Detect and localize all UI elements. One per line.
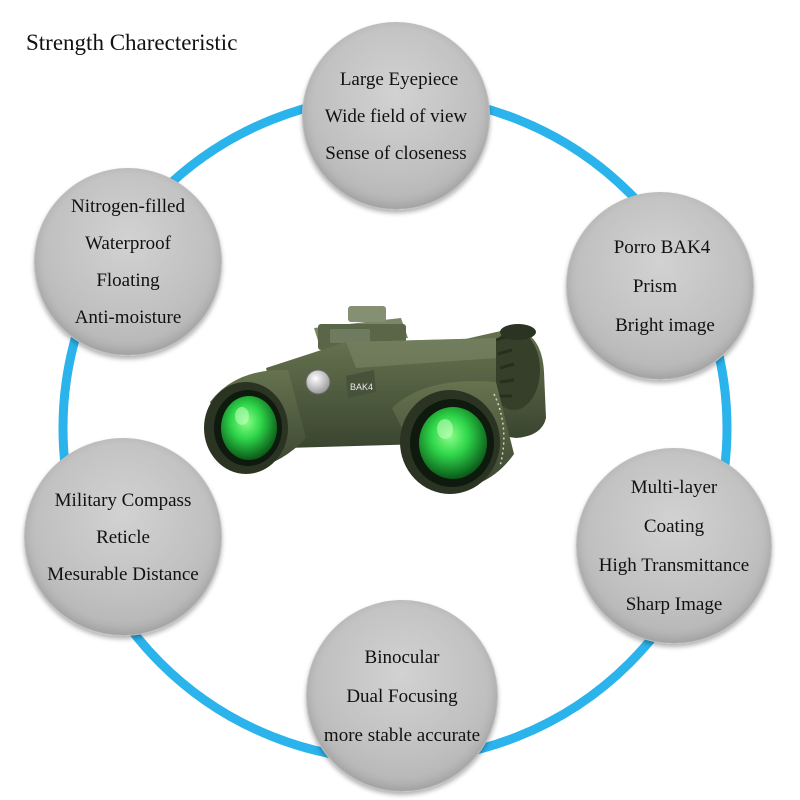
feature-line: Dual Focusing xyxy=(346,685,458,707)
left-objective xyxy=(204,369,306,474)
feature-line: Binocular xyxy=(364,646,440,668)
feature-text: Binocular Dual Focusing more stable accu… xyxy=(307,601,497,791)
feature-text: Porro BAK4 Prism Bright image xyxy=(567,193,753,379)
feature-bubble-compass: Military Compass Reticle Mesurable Dista… xyxy=(24,438,222,636)
feature-line: High Transmittance xyxy=(598,555,750,576)
feature-line: Sense of closeness xyxy=(325,142,467,164)
focus-knob-icon xyxy=(305,369,331,395)
feature-line: Sharp Image xyxy=(625,594,723,615)
feature-line: Mesurable Distance xyxy=(47,563,199,585)
bak4-plate: BAK4 xyxy=(346,370,376,398)
feature-bubble-waterproof: Nitrogen-filled Waterproof Floating Anti… xyxy=(34,168,222,356)
bridge-highlight xyxy=(346,338,496,368)
feature-line: Military Compass xyxy=(54,489,192,511)
feature-line: more stable accurate xyxy=(323,724,481,746)
feature-bubble-focusing: Binocular Dual Focusing more stable accu… xyxy=(306,600,498,792)
right-objective xyxy=(392,381,514,494)
feature-line: Prism xyxy=(632,275,678,297)
feature-line: Multi-layer xyxy=(630,477,718,498)
binoculars-image: BAK4 xyxy=(204,306,546,494)
compass-housing xyxy=(314,306,408,350)
feature-text: Nitrogen-filled Waterproof Floating Anti… xyxy=(35,169,221,355)
feature-line: Floating xyxy=(96,270,160,291)
feature-line: Waterproof xyxy=(84,233,172,254)
feature-bubble-prism: Porro BAK4 Prism Bright image xyxy=(566,192,754,380)
feature-line: Nitrogen-filled xyxy=(71,196,185,217)
feature-text: Large Eyepiece Wide field of view Sense … xyxy=(303,23,489,209)
feature-line: Porro BAK4 xyxy=(613,236,711,258)
feature-text: Military Compass Reticle Mesurable Dista… xyxy=(25,439,221,635)
feature-line: Wide field of view xyxy=(324,105,468,127)
feature-line: Anti-moisture xyxy=(74,307,182,328)
feature-bubble-coating: Multi-layer Coating High Transmittance S… xyxy=(576,448,772,644)
bak4-label: BAK4 xyxy=(350,382,373,392)
feature-line: Reticle xyxy=(96,526,150,548)
page-title: Strength Charecteristic xyxy=(26,30,238,55)
feature-line: Large Eyepiece xyxy=(339,68,459,90)
feature-bubble-eyepiece: Large Eyepiece Wide field of view Sense … xyxy=(302,22,490,210)
feature-line: Coating xyxy=(643,516,705,537)
feature-text: Multi-layer Coating High Transmittance S… xyxy=(577,449,771,643)
feature-line: Bright image xyxy=(615,314,715,336)
